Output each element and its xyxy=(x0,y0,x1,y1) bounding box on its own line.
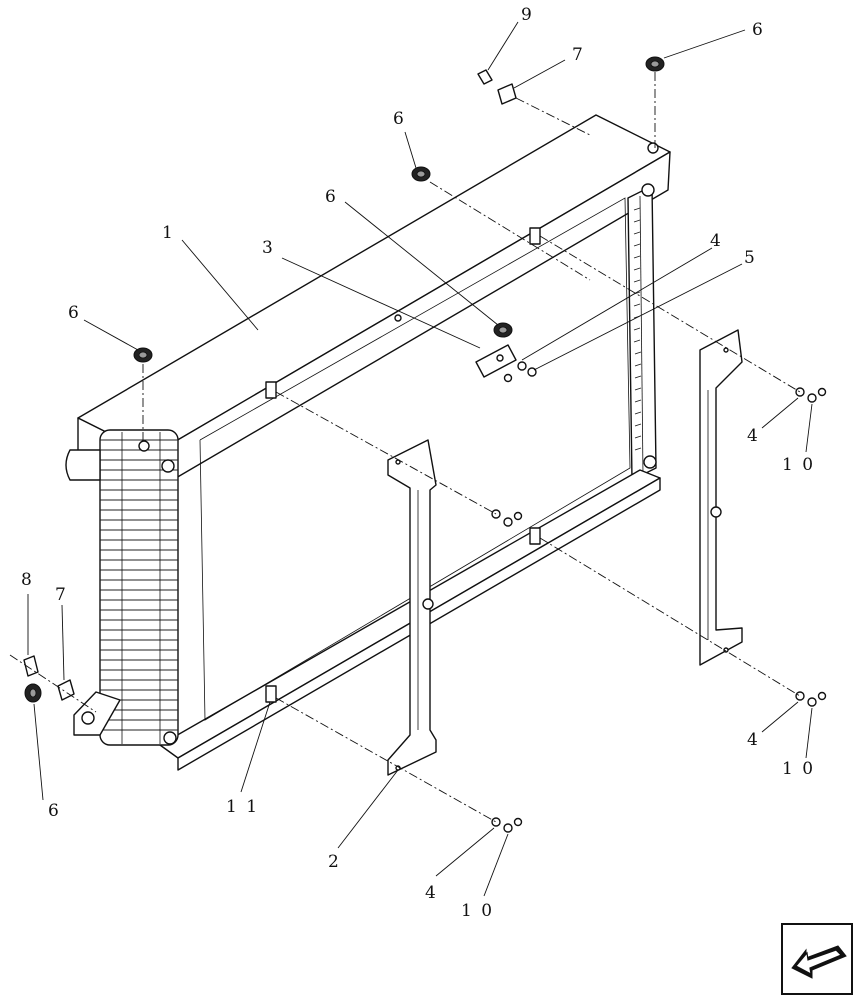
callout-1: 1 xyxy=(162,223,175,243)
callout-4: 4 xyxy=(747,730,760,750)
callout-6: 6 xyxy=(393,109,406,129)
callout-labels: 1 2 3 4 4 4 4 5 6 6 6 6 6 7 7 8 9 1 0 1 … xyxy=(21,5,815,921)
callout-8: 8 xyxy=(21,570,34,590)
clip-bracket xyxy=(475,344,517,378)
callout-10: 1 0 xyxy=(782,455,815,475)
callout-11: 1 1 xyxy=(226,797,259,817)
callout-2: 2 xyxy=(328,852,341,872)
callout-4: 4 xyxy=(710,231,723,251)
callout-10: 1 0 xyxy=(461,901,494,921)
callout-10: 1 0 xyxy=(782,759,815,779)
fasteners xyxy=(491,361,827,833)
assembly-centerlines xyxy=(9,72,801,823)
callout-7: 7 xyxy=(572,45,585,65)
callout-6: 6 xyxy=(325,187,338,207)
callout-4: 4 xyxy=(747,426,760,446)
grommets xyxy=(24,56,665,703)
fittings xyxy=(23,69,517,701)
callout-6: 6 xyxy=(48,801,61,821)
mounting-bracket-right xyxy=(699,329,743,666)
leader-lines xyxy=(27,21,813,897)
callout-3: 3 xyxy=(262,238,275,258)
core-fins xyxy=(100,432,178,744)
callout-6: 6 xyxy=(752,20,765,40)
callout-7: 7 xyxy=(55,585,68,605)
callout-5: 5 xyxy=(744,248,757,268)
back-arrow-icon[interactable] xyxy=(781,923,853,995)
callout-6: 6 xyxy=(68,303,81,323)
radiator-assembly xyxy=(65,114,671,771)
callout-9: 9 xyxy=(521,5,534,25)
callout-4: 4 xyxy=(425,883,438,903)
mounting-bracket-center xyxy=(387,439,437,776)
